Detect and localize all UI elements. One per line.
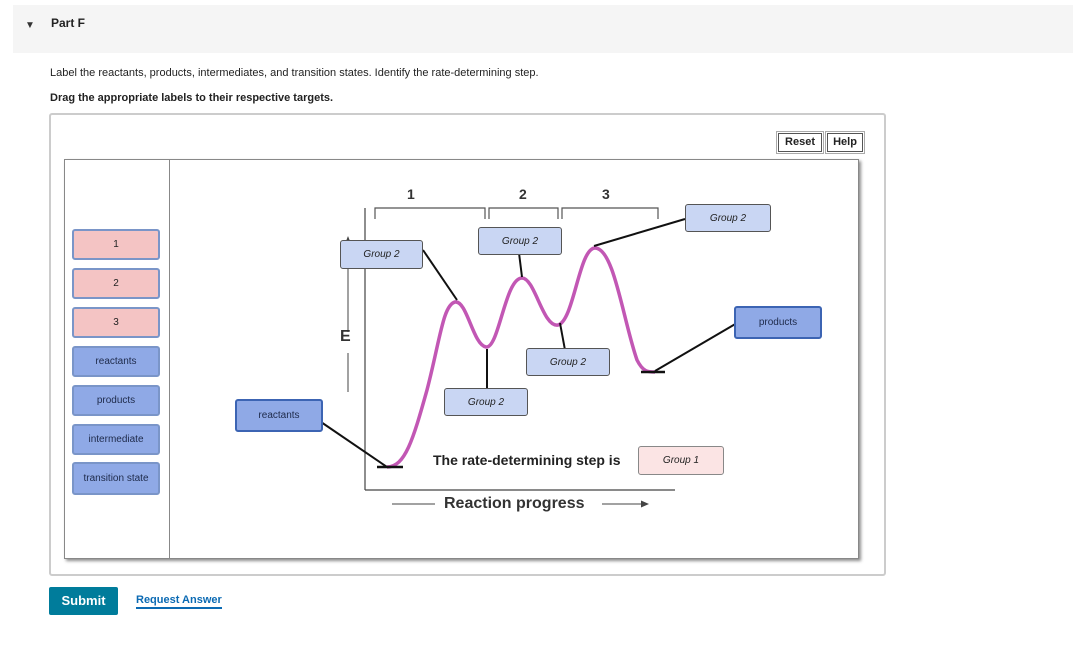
connector-int2 bbox=[559, 322, 566, 351]
step-number-3: 3 bbox=[602, 186, 610, 202]
step-bracket-3 bbox=[561, 207, 659, 219]
submit-button[interactable]: Submit bbox=[49, 587, 118, 615]
energy-diagram bbox=[320, 207, 738, 508]
target-products[interactable]: products bbox=[734, 306, 822, 339]
help-button[interactable]: Help bbox=[827, 133, 863, 152]
target-intermediate-1[interactable]: Group 2 bbox=[444, 388, 528, 416]
drag-instructions: Drag the appropriate labels to their res… bbox=[50, 92, 334, 104]
tray-label-transition-state[interactable]: transition state bbox=[72, 462, 160, 495]
step-bracket-2 bbox=[488, 207, 559, 219]
target-reactants[interactable]: reactants bbox=[235, 399, 323, 432]
caret-down-icon[interactable]: ▼ bbox=[25, 20, 35, 31]
step-number-1: 1 bbox=[407, 186, 415, 202]
tray-label-intermediate[interactable]: intermediate bbox=[72, 424, 160, 455]
target-transition-state-1[interactable]: Group 2 bbox=[340, 240, 423, 269]
tray-label-reactants[interactable]: reactants bbox=[72, 346, 160, 377]
reaction-progress-label: Reaction progress bbox=[444, 495, 585, 512]
step-bracket-1 bbox=[374, 207, 486, 219]
tray-label-products[interactable]: products bbox=[72, 385, 160, 416]
reset-button[interactable]: Reset bbox=[778, 133, 822, 152]
connector-ts1 bbox=[422, 249, 458, 301]
energy-curve bbox=[386, 246, 656, 469]
request-answer-link[interactable]: Request Answer bbox=[136, 594, 222, 609]
connector-reactants bbox=[320, 421, 388, 468]
drag-drop-workspace: Reset Help 1 2 3 reactants products inte… bbox=[49, 113, 886, 576]
energy-axis-label: E bbox=[340, 328, 351, 345]
target-rate-determining-step[interactable]: Group 1 bbox=[638, 446, 724, 475]
connector-ts2 bbox=[518, 252, 523, 278]
diagram-board: 1 2 3 reactants products intermediate tr… bbox=[64, 159, 859, 559]
part-header[interactable]: ▼ Part F bbox=[13, 5, 1073, 53]
progress-arrow-head-icon bbox=[641, 500, 649, 508]
question-instructions: Label the reactants, products, intermedi… bbox=[50, 67, 539, 79]
part-title: Part F bbox=[51, 16, 86, 30]
tray-label-step-3[interactable]: 3 bbox=[72, 307, 160, 338]
target-intermediate-2[interactable]: Group 2 bbox=[526, 348, 610, 376]
tray-divider bbox=[169, 160, 170, 558]
connector-products bbox=[654, 322, 738, 372]
target-transition-state-3[interactable]: Group 2 bbox=[685, 204, 771, 232]
target-transition-state-2[interactable]: Group 2 bbox=[478, 227, 562, 255]
tray-label-step-1[interactable]: 1 bbox=[72, 229, 160, 260]
connector-ts3 bbox=[593, 218, 686, 247]
rate-determining-step-text: The rate-determining step is bbox=[433, 452, 621, 468]
step-number-2: 2 bbox=[519, 186, 527, 202]
tray-label-step-2[interactable]: 2 bbox=[72, 268, 160, 299]
